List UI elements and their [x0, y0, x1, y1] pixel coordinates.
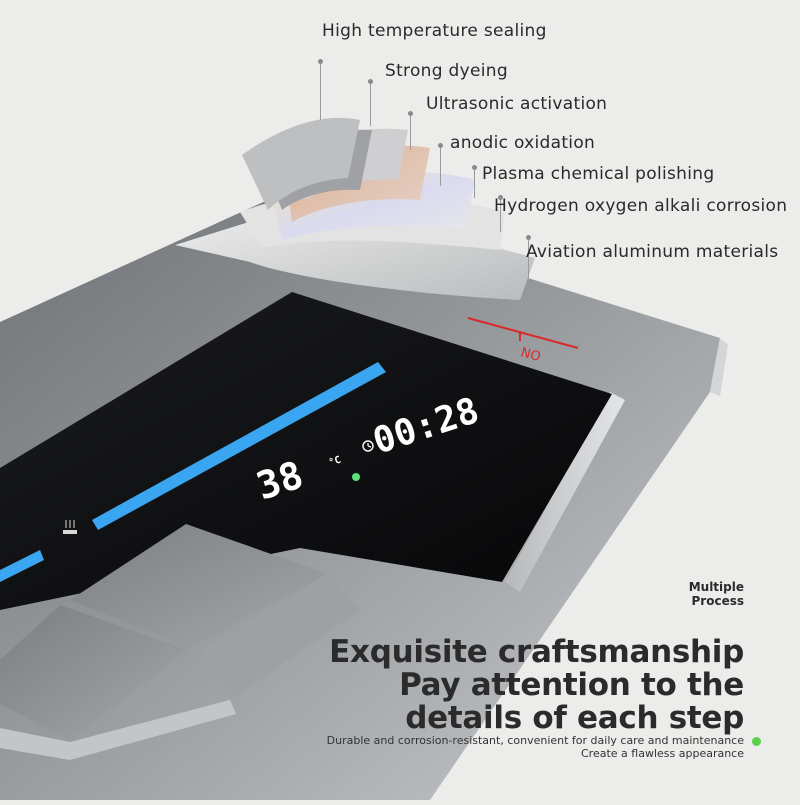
- leader-line-4: [438, 143, 443, 186]
- panel-front-edge: [505, 392, 625, 592]
- temperature-unit: °C: [328, 455, 343, 469]
- leader-line-7: [526, 235, 531, 278]
- layer-label-sealing: High temperature sealing: [322, 21, 547, 41]
- subtext-line-2: Create a flawless appearance: [581, 747, 744, 760]
- layer-label-plasma: Plasma chemical polishing: [482, 164, 715, 184]
- clock-icon: [362, 440, 374, 452]
- panel-side-edge: [710, 338, 728, 396]
- layer-label-ultrasonic: Ultrasonic activation: [426, 94, 608, 114]
- green-indicator-dot: [752, 737, 761, 746]
- badge-line-2: Process: [691, 594, 745, 608]
- badge-line-1: Multiple: [688, 580, 744, 594]
- layer-label-dyeing: Strong dyeing: [385, 61, 508, 81]
- button-right-upper: [70, 524, 328, 648]
- process-badge: Multiple Process: [689, 580, 744, 608]
- temperature-indicator-dot: [352, 473, 360, 481]
- leader-line-2: [368, 79, 373, 126]
- headline: Exquisite craftsmanship Pay attention to…: [329, 636, 744, 735]
- shower-icon: [63, 520, 77, 534]
- layer-label-alkali: Hydrogen oxygen alkali corrosion: [494, 196, 788, 216]
- light-strip-left: [0, 550, 44, 582]
- subtext: Durable and corrosion-resistant, conveni…: [327, 734, 744, 760]
- marker-text: NO: [519, 345, 542, 365]
- headline-line-3: details of each step: [405, 700, 744, 736]
- leader-line-5: [472, 165, 477, 198]
- headline-line-1: Exquisite craftsmanship: [329, 634, 744, 670]
- button-edge-strip: [0, 700, 236, 760]
- light-strip: [92, 362, 386, 530]
- layer-label-anodic: anodic oxidation: [450, 133, 596, 153]
- leader-line-6: [498, 195, 503, 232]
- leader-line-3: [408, 111, 413, 150]
- display-glass: [0, 292, 612, 610]
- button-left-lower: [0, 605, 188, 740]
- headline-line-2: Pay attention to the: [399, 667, 744, 703]
- marker-red-line: [467, 317, 579, 349]
- layer-label-aluminum: Aviation aluminum materials: [526, 242, 779, 262]
- subtext-line-1: Durable and corrosion-resistant, conveni…: [326, 734, 744, 747]
- layer-sealing: [242, 117, 360, 210]
- button-right-lower: [200, 578, 360, 700]
- leader-line-1: [318, 59, 323, 120]
